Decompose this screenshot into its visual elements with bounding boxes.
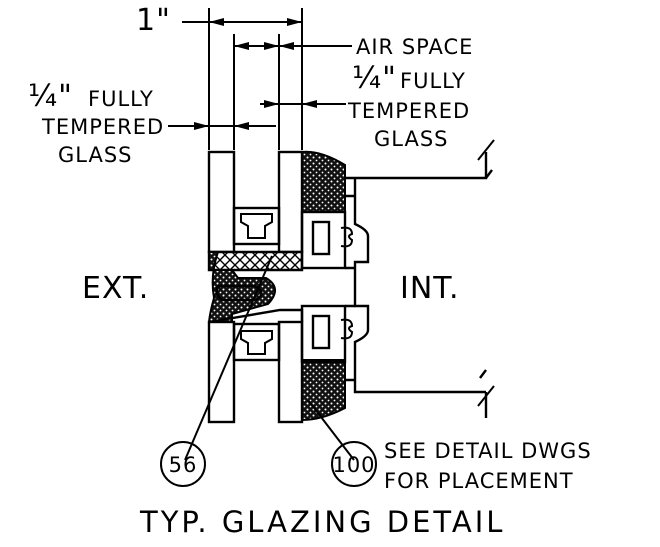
- dimension-lines: [168, 8, 352, 150]
- right-glass-thickness-label: ¼": [352, 61, 397, 96]
- exterior-label: EXT.: [82, 271, 149, 306]
- right-glass-line3-label: GLASS: [374, 127, 448, 151]
- left-glass-thickness-label: ¼": [28, 79, 73, 114]
- glazing-beads: [300, 210, 354, 364]
- leader-lines: [184, 255, 355, 461]
- placement-note-line2: FOR PLACEMENT: [384, 469, 574, 493]
- tag-100: 100: [331, 441, 377, 487]
- drawing-title: TYP. GLAZING DETAIL: [139, 505, 505, 539]
- dimension-overall-label: 1": [136, 3, 171, 38]
- exterior-sealant: [207, 250, 304, 324]
- left-glass-line1-label: FULLY: [88, 87, 154, 111]
- right-glass-line1-label: FULLY: [400, 69, 466, 93]
- left-glass-line2-label: TEMPERED: [41, 115, 164, 139]
- tag-56: 56: [160, 441, 206, 487]
- spacer-blocks: [232, 206, 281, 362]
- right-glass-line2-label: TEMPERED: [347, 99, 470, 123]
- placement-note-line1: SEE DETAIL DWGS: [384, 439, 592, 463]
- tag-56-number: 56: [169, 453, 198, 477]
- interior-label: INT.: [400, 271, 460, 306]
- interior-glazing-tape: [301, 150, 346, 422]
- left-glass-line3-label: GLASS: [58, 143, 132, 167]
- mullion-frame: [345, 139, 495, 418]
- tag-100-number: 100: [332, 453, 375, 477]
- air-space-label: AIR SPACE: [356, 35, 473, 59]
